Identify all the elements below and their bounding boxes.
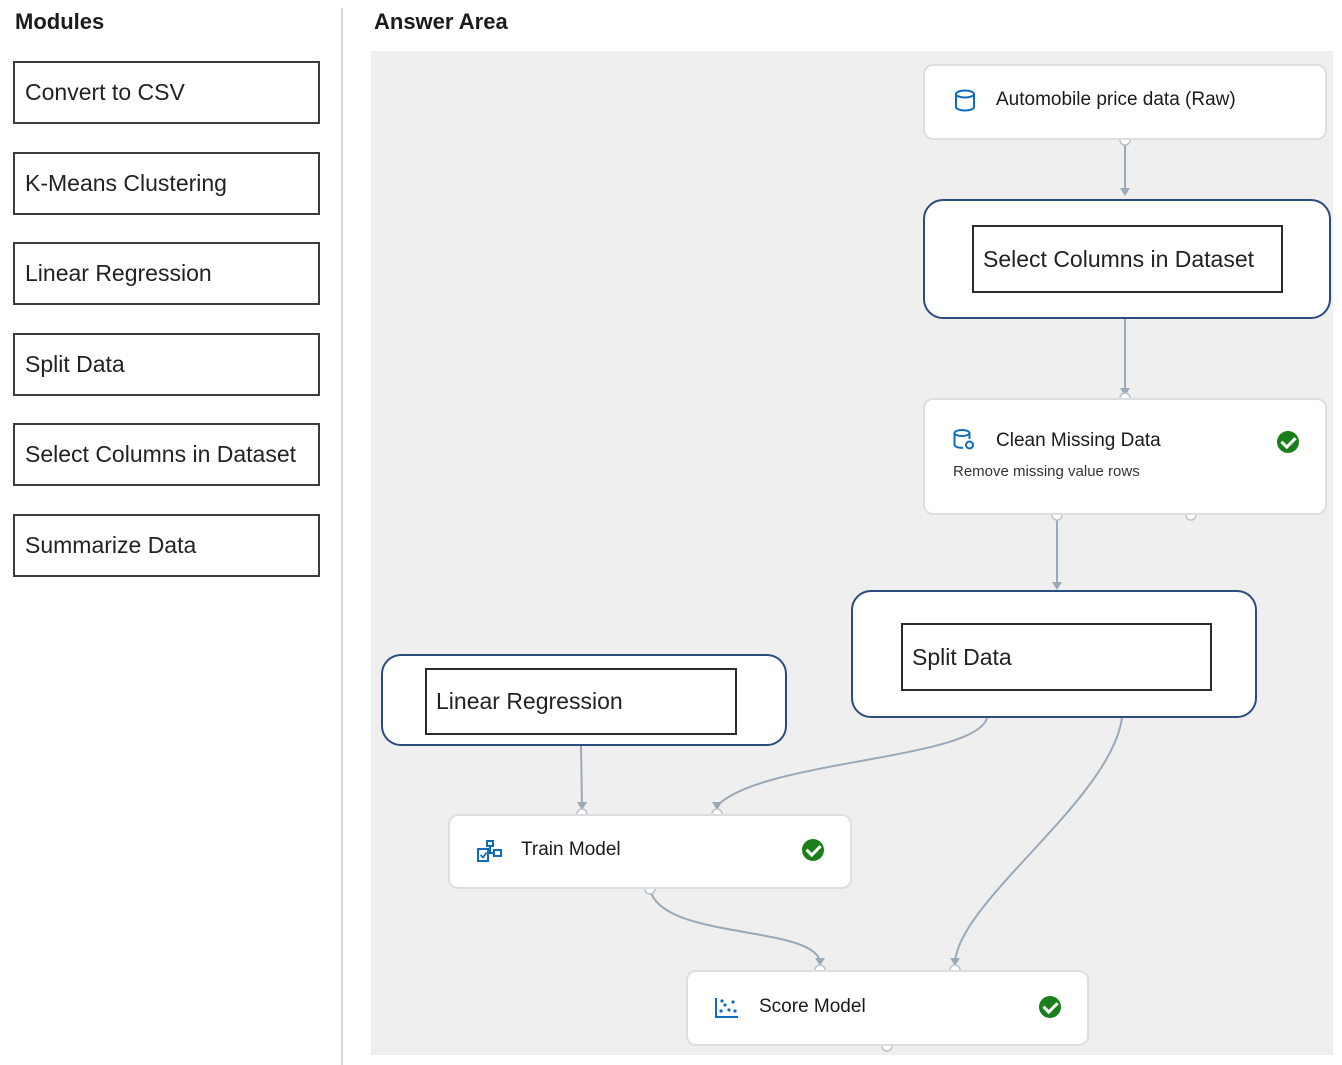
answer-area-heading: Answer Area: [374, 9, 508, 34]
train-model-icon: [477, 840, 502, 862]
slot-1-selected-module[interactable]: Select Columns in Dataset: [972, 225, 1283, 293]
panel-divider: [341, 8, 343, 1065]
success-check-icon: [1039, 996, 1061, 1018]
module-k-means-clustering[interactable]: K-Means Clustering: [13, 152, 320, 215]
answer-slot-3[interactable]: Linear Regression: [381, 654, 787, 746]
answer-slot-1[interactable]: Select Columns in Dataset: [923, 199, 1331, 319]
slot-2-selected-module[interactable]: Split Data: [901, 623, 1212, 691]
node-subtitle: Remove missing value rows: [953, 463, 1140, 480]
module-summarize-data[interactable]: Summarize Data: [13, 514, 320, 577]
clean-data-icon: [953, 429, 974, 450]
answer-slot-2[interactable]: Split Data: [851, 590, 1257, 718]
module-select-columns-in-dataset[interactable]: Select Columns in Dataset: [13, 423, 320, 486]
database-icon: [955, 89, 975, 112]
node-automobile-price-data[interactable]: Automobile price data (Raw): [923, 64, 1327, 140]
module-linear-regression[interactable]: Linear Regression: [13, 242, 320, 305]
node-train-model[interactable]: Train Model: [448, 814, 852, 889]
node-title: Score Model: [759, 996, 866, 1017]
node-clean-missing-data[interactable]: Clean Missing Data Remove missing value …: [923, 398, 1327, 515]
slot-3-selected-module[interactable]: Linear Regression: [425, 668, 737, 735]
scatter-icon: [715, 998, 738, 1018]
node-score-model[interactable]: Score Model: [686, 970, 1089, 1046]
node-title: Clean Missing Data: [996, 430, 1161, 451]
success-check-icon: [802, 839, 824, 861]
success-check-icon: [1277, 431, 1299, 453]
node-title: Automobile price data (Raw): [996, 89, 1236, 110]
node-title: Train Model: [521, 839, 621, 860]
module-convert-to-csv[interactable]: Convert to CSV: [13, 61, 320, 124]
modules-heading: Modules: [15, 9, 105, 34]
module-split-data[interactable]: Split Data: [13, 333, 320, 396]
